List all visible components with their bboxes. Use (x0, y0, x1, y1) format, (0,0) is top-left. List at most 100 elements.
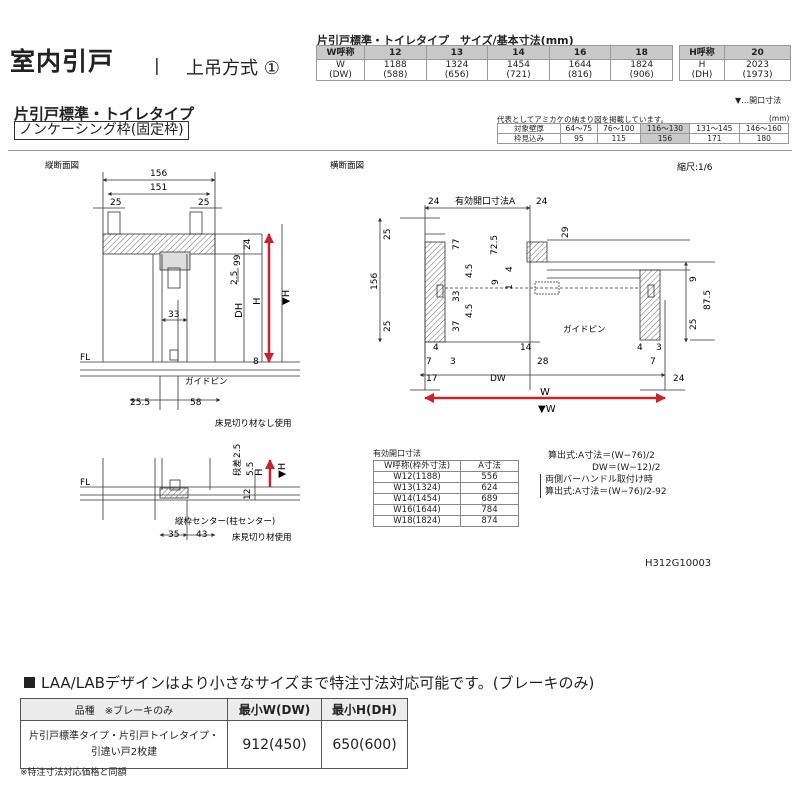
dim-8: 8 (253, 357, 259, 367)
min-col-w: 最小W(DW) (226, 698, 323, 721)
dim-5-5: 5.5 (246, 462, 256, 476)
h-size-table: H呼称 20 H(DH) 2023(1973) (679, 45, 791, 81)
dim-7-a: 7 (426, 357, 432, 367)
w-size-table: W呼称 12 13 14 16 18 W(DW) 1188(588) 1324(… (316, 45, 673, 81)
min-col-h: 最小H(DH) (321, 698, 408, 721)
section-divider (8, 150, 792, 151)
vertical-section-drawing (80, 172, 300, 410)
scale-label: 縮尺:1/6 (677, 161, 713, 173)
dim-87-5: 87.5 (703, 290, 713, 310)
size-caption: 片引戸標準・トイレタイプ サイズ/基本寸法(mm) (317, 34, 574, 47)
dim-4-5-b: 4.5 (465, 304, 475, 318)
dim-43: 43 (196, 530, 207, 540)
dim-1: 1 (505, 284, 515, 290)
reference-note: 代表としてアミカケの納まり図を掲載しています。 (497, 115, 669, 124)
dim-9-b: 9 (689, 276, 699, 282)
w-size-18: 18 (610, 45, 673, 60)
fl-label-lower: FL (80, 478, 90, 488)
reference-table: 対象壁厚 64～75 76～100 116～130 131～145 146～16… (497, 123, 790, 144)
dim-99: 99 (233, 254, 243, 266)
fl-label: FL (80, 353, 90, 363)
footnote: ※特注寸法対応価格と同額 (20, 768, 127, 778)
opening-col2-header: A寸法 (460, 460, 519, 472)
dim-9-a: 9 (491, 279, 501, 285)
dim-dh: DH (234, 303, 245, 318)
page-subtitle: 上吊方式 ① (186, 58, 280, 79)
floor-note-none: 床見切り材なし使用 (215, 418, 292, 429)
ref-row2-cell: 180 (738, 133, 790, 144)
dim-25-b: 25 (383, 321, 393, 332)
h-value-20: 2023(1973) (724, 59, 791, 81)
dim-4-a: 4 (505, 266, 515, 272)
min-col-type: 品種 ※ブレーキのみ (20, 698, 228, 721)
lower-detail-drawing (80, 458, 300, 540)
w-value-13: 1324(656) (425, 59, 489, 81)
dim-24-a: 24 (428, 197, 440, 207)
step-label: 段差 (232, 459, 243, 476)
dim-24-b: 24 (536, 197, 548, 207)
dim-25-a: 25 (383, 229, 393, 240)
w-size-14: 14 (487, 45, 550, 60)
dim-4-5-a: 4.5 (465, 264, 475, 278)
dim-156-h: 156 (370, 273, 380, 290)
dim-33-h: 33 (452, 291, 462, 302)
section-title: 片引戸標準・トイレタイプ (14, 105, 195, 123)
opening-col1-header: W呼称(枠外寸法) (373, 460, 461, 472)
dim-h-lower: H (254, 468, 265, 476)
dim-24-c: 24 (673, 374, 685, 384)
reference-unit: (mm) (769, 114, 790, 123)
drawing-code: H312G10003 (645, 558, 712, 569)
guide-pin-label-h: ガイドピン (563, 324, 606, 335)
w-value-16: 1644(816) (548, 59, 612, 81)
min-w-value: 912(450) (226, 720, 323, 769)
dim-4-b: 4 (433, 343, 439, 353)
dim-2-5: 2.5 (230, 271, 240, 285)
horizontal-section-label: 横断面図 (330, 160, 364, 171)
dim-25-c: 25 (689, 319, 699, 330)
table-row: W12(1188)556 (373, 471, 519, 483)
dim-77: 77 (452, 239, 462, 250)
dim-dw: DW (490, 374, 506, 384)
min-row-label: 片引戸標準タイプ・片引戸トイレタイプ・引違い戸2枚建 (20, 720, 228, 769)
dim-w: W (540, 387, 550, 398)
dim-35: 35 (168, 530, 179, 540)
dim-33: 33 (168, 310, 179, 320)
dim-156: 156 (150, 169, 167, 179)
w-dw-label: W(DW) (316, 59, 365, 81)
dim-h-open: ▼H (281, 290, 292, 305)
guide-pin-label: ガイドピン (185, 376, 228, 387)
dim-h-open-lower: ▼H (277, 463, 288, 478)
horizontal-section-drawing (378, 205, 715, 391)
dim-3-a: 3 (656, 343, 662, 353)
dim-58: 58 (190, 398, 202, 408)
formula-a-handle: 算出式:A寸法＝(W−76)/2-92 (545, 487, 667, 497)
table-row: W16(1644)784 (373, 504, 519, 516)
dim-3-b: 3 (450, 357, 456, 367)
dim-17: 17 (426, 374, 437, 384)
dim-25-left: 25 (110, 198, 121, 208)
dim-151: 151 (150, 183, 167, 193)
dim-h: H (252, 297, 263, 305)
dim-12: 12 (243, 489, 253, 500)
floor-note-used: 床見切り材使用 (232, 532, 292, 543)
dim-25-right: 25 (198, 198, 209, 208)
h-size-20: 20 (724, 45, 791, 60)
dim-24: 24 (243, 238, 253, 250)
dim-14: 14 (520, 343, 532, 353)
dim-72-5: 72.5 (490, 235, 500, 255)
title-separator: | (154, 56, 160, 76)
ref-row2-label: 枠見込み (497, 133, 561, 144)
formula-bracket: 両側バーハンドル取付け時 算出式:A寸法＝(W−76)/2-92 (540, 474, 667, 498)
dim-w-open: ▼W (538, 404, 556, 415)
dim-4-c: 4 (637, 343, 643, 353)
special-size-heading: LAA/LABデザインはより小さなサイズまで特注寸法対応可能です。(ブレーキのみ… (24, 672, 594, 693)
dim-29: 29 (561, 226, 571, 238)
effective-opening-label: 有効開口寸法A (455, 195, 516, 207)
w-value-18: 1824(906) (610, 59, 673, 81)
dim-28: 28 (537, 357, 549, 367)
h-dh-label: H(DH) (679, 59, 725, 81)
min-h-value: 650(600) (321, 720, 408, 769)
page-title: 室内引戸 (10, 47, 115, 76)
formula-dw: DW＝(W−12)/2 (592, 463, 661, 473)
